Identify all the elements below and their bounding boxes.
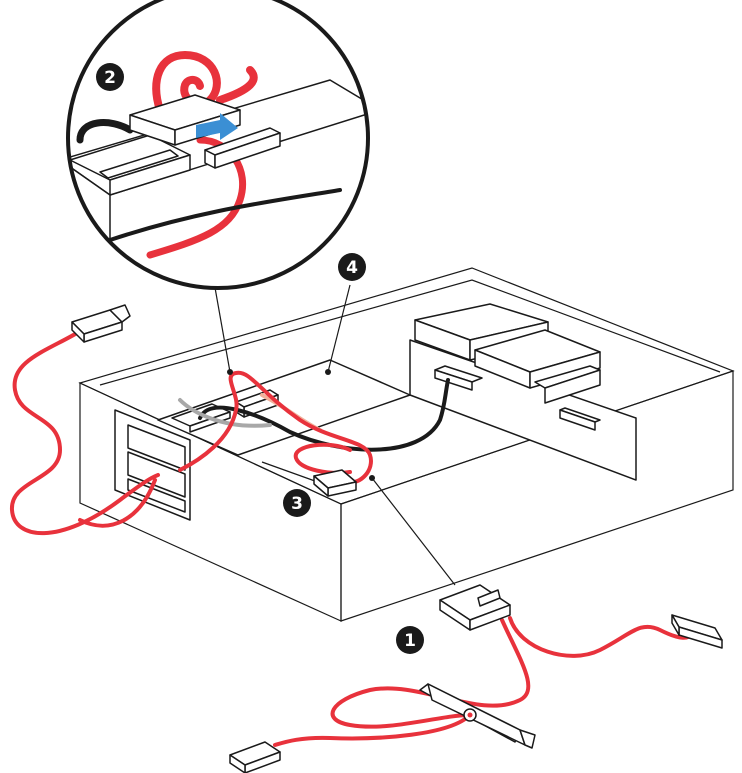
step-marker-3: 3 — [283, 489, 311, 517]
step-marker-4: 4 — [338, 253, 366, 281]
case-inner-rim — [99, 279, 721, 386]
zoom-red-loop — [152, 50, 221, 114]
external-usb-cable — [9, 304, 160, 536]
leader-lines — [213, 281, 456, 586]
step-number-2: 2 — [104, 68, 116, 88]
red-loop-cable — [293, 442, 352, 475]
sata-connector-internal — [313, 469, 357, 497]
step-number-4: 4 — [346, 258, 358, 278]
sata-cable-loop — [508, 616, 694, 658]
drive-bay — [409, 303, 637, 481]
sata-cable-down — [330, 618, 531, 729]
front-red-cable — [78, 478, 157, 528]
internal-cables — [78, 370, 450, 528]
step-number-3: 3 — [291, 494, 303, 514]
zoom-detail — [66, 0, 370, 290]
insert-arrow — [196, 113, 238, 140]
step-marker-2: 2 — [96, 63, 124, 91]
red-internal-cable — [178, 370, 373, 485]
usb-cable-bottom — [273, 713, 472, 747]
step-number-1: 1 — [404, 631, 416, 651]
gray-cable — [178, 398, 272, 428]
bracket-cable-assembly — [229, 584, 723, 773]
step-marker-1: 1 — [396, 626, 424, 654]
